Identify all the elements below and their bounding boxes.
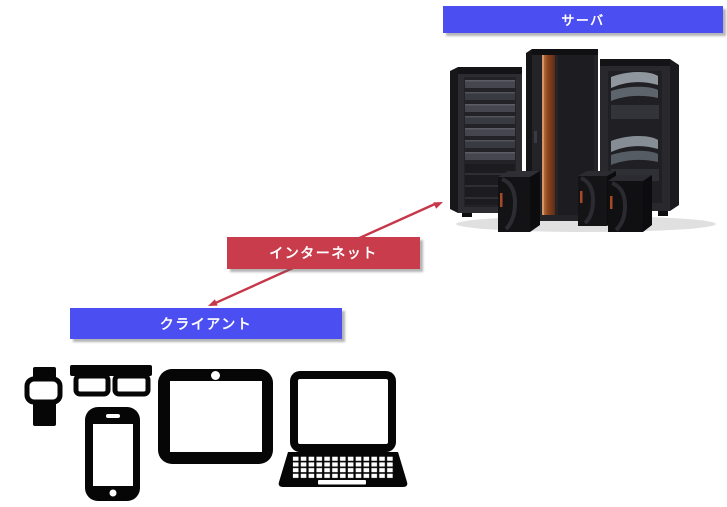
- client-label: クライアント: [70, 308, 342, 339]
- server-label: サーバ: [443, 6, 723, 33]
- client-devices-image: [24, 365, 408, 501]
- server-racks-image: [450, 49, 716, 232]
- internet-label: インターネット: [227, 237, 420, 269]
- laptop-icon: [278, 371, 408, 487]
- internet-label-text: インターネット: [269, 245, 378, 261]
- server-label-text: サーバ: [561, 13, 605, 28]
- smartwatch-icon: [24, 367, 63, 426]
- smartphone-icon: [85, 407, 140, 501]
- arrow-head-client: [208, 299, 218, 306]
- client-label-text: クライアント: [159, 315, 253, 332]
- tower-servers: [498, 171, 652, 232]
- smart-glasses-icon: [70, 365, 152, 397]
- tablet-icon: [158, 369, 273, 464]
